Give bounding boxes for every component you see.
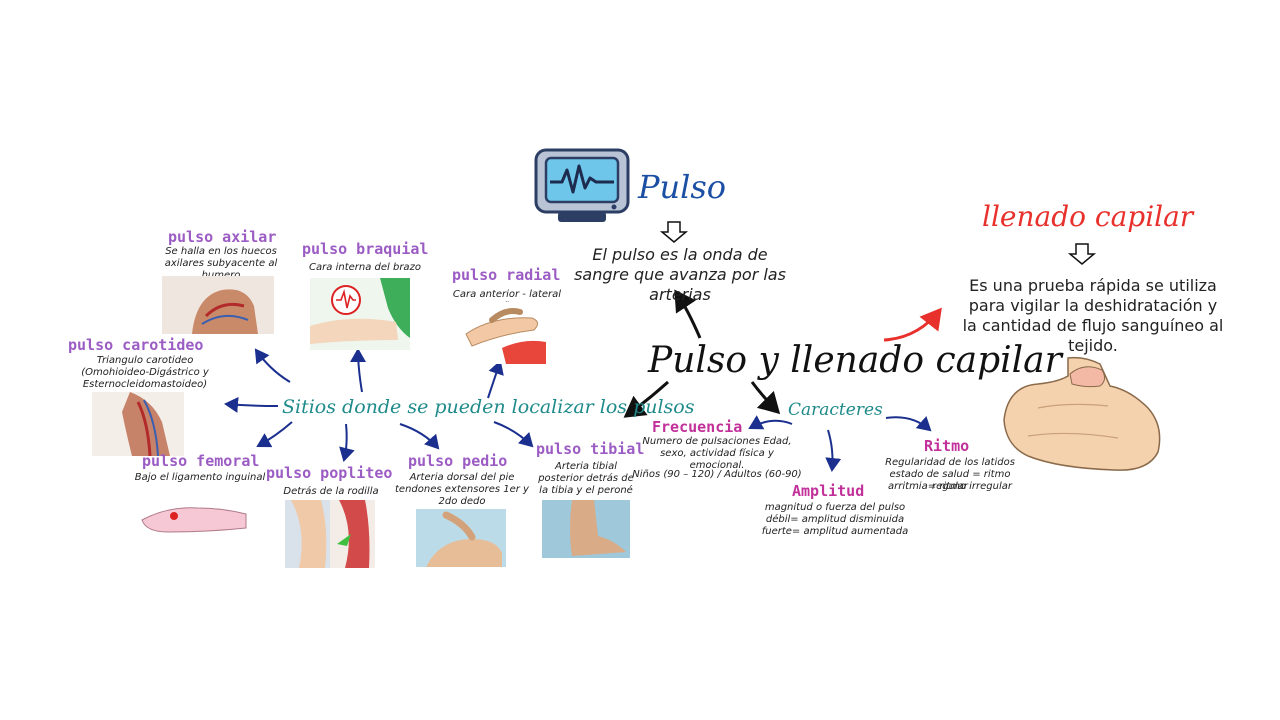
amplitud-line-2: débil= amplitud disminuida	[765, 514, 905, 525]
femoral-title: pulso femoral	[142, 452, 260, 470]
frecuencia-desc: Numero de pulsaciones Edad, sexo, activi…	[642, 436, 792, 471]
axilar-desc: Se halla en los huecos axilares subyacen…	[164, 246, 278, 281]
arrow-to-braquial	[350, 348, 367, 393]
carotideo-picture	[92, 392, 184, 456]
amplitud-title: Amplitud	[792, 482, 865, 500]
finger-pressing-picture	[1003, 356, 1161, 471]
tibial-picture	[542, 500, 630, 558]
arrow-central-to-pulso	[674, 289, 702, 339]
arrow-to-carotideo	[224, 396, 279, 413]
pedio-title: pulso pedio	[408, 452, 508, 470]
arrow-to-popliteo	[339, 423, 355, 462]
braquial-title: pulso braquial	[302, 240, 429, 258]
radial-picture	[462, 302, 546, 364]
amplitud-line-3: fuerte= amplitud aumentada	[761, 526, 909, 537]
pulso-definition: El pulso es la onda de sangre que avanza…	[574, 245, 786, 304]
popliteo-title: pulso popliteo	[266, 464, 393, 482]
tibial-title: pulso tibial	[536, 440, 645, 458]
ritmo-title: Ritmo	[924, 437, 970, 455]
femoral-picture	[138, 494, 250, 536]
arrow-to-axilar	[254, 348, 291, 383]
arrow-central-to-sitios	[623, 380, 670, 418]
arrow-to-ritmo	[885, 416, 932, 432]
arrow-to-pedio	[399, 423, 440, 450]
hollow-down-arrow-llenado	[1067, 243, 1097, 265]
ritmo-line-2: estado de salud = ritmo regular	[889, 469, 1011, 492]
carotideo-title: pulso carotideo	[68, 336, 204, 354]
pedio-desc: Arteria dorsal del pie tendones extensor…	[395, 472, 529, 507]
femoral-desc: Bajo el ligamento inguinal	[134, 472, 266, 483]
popliteo-desc: Detrás de la rodilla	[283, 486, 379, 497]
arrow-to-amplitud	[825, 429, 842, 472]
braquial-picture	[310, 278, 410, 350]
llenado-title: llenado capilar	[982, 200, 1194, 233]
axilar-picture	[162, 276, 274, 334]
axilar-title: pulso axilar	[168, 228, 277, 246]
arrow-to-radial	[487, 360, 504, 399]
heart-monitor-icon	[534, 148, 630, 222]
arrow-central-to-caracteres	[750, 381, 781, 415]
ritmo-line-1: Regularidad de los latidos	[885, 457, 1015, 468]
arrow-to-llenado	[883, 307, 942, 342]
amplitud-line-1: magnitud o fuerza del pulso	[764, 502, 906, 513]
tibial-desc: Arteria tibial posterior detrás de la ti…	[538, 461, 634, 496]
carotideo-desc: Triangulo carotideo (Omohioideo-Digástri…	[81, 355, 209, 390]
frecuencia-title: Frecuencia	[652, 418, 743, 436]
braquial-desc: Cara interna del brazo	[309, 262, 421, 273]
ritmo-line-3: arritmia= ritmo irregular	[888, 481, 1012, 492]
popliteo-picture	[285, 500, 375, 568]
sitios-title: Sitios donde se pueden localizar los pul…	[282, 396, 695, 418]
arrow-to-tibial	[493, 421, 534, 448]
frecuencia-values: Niños (90 – 120) / Adultos (60-90)	[632, 469, 802, 480]
arrow-to-femoral	[256, 421, 293, 448]
radial-title: pulso radial	[452, 266, 561, 284]
llenado-definition: Es una prueba rápida se utiliza para vig…	[962, 276, 1224, 355]
pulso-title: Pulso	[638, 168, 727, 206]
pedio-picture	[416, 509, 506, 567]
central-title: Pulso y llenado capilar	[648, 340, 1062, 381]
caracteres-title: Caracteres	[788, 400, 883, 420]
hollow-down-arrow-pulso	[659, 221, 689, 243]
arrow-to-frecuencia	[748, 415, 793, 430]
